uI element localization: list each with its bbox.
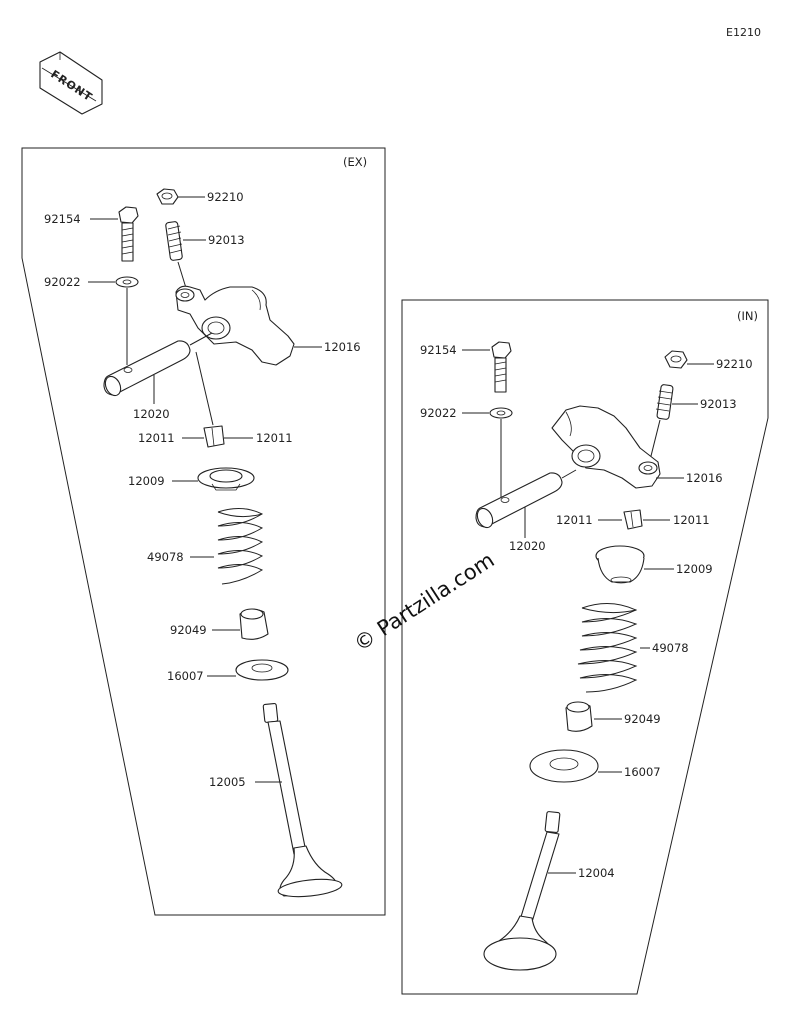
in-rocker-shaft-12020 <box>475 469 577 538</box>
ex-label-49078: 49078 <box>147 550 184 564</box>
in-label-49078: 49078 <box>652 641 689 655</box>
in-nut-92210 <box>664 350 714 369</box>
ex-valve-spring-49078 <box>190 508 264 585</box>
ex-label-12016: 12016 <box>324 340 361 354</box>
intake-panel: (IN) 92154 92210 9201 <box>401 299 769 995</box>
ex-label-12020: 12020 <box>133 407 170 421</box>
in-label-92013: 92013 <box>700 397 737 411</box>
diagram-code: E1210 <box>726 26 761 39</box>
in-label-92022: 92022 <box>420 406 457 420</box>
ex-spring-seat-16007 <box>207 659 289 681</box>
ex-label-12011-left: 12011 <box>138 431 175 445</box>
in-label-12016: 12016 <box>686 471 723 485</box>
in-spring-seat-16007 <box>529 749 622 783</box>
ex-nut-92210 <box>156 188 205 205</box>
in-label-92210: 92210 <box>716 357 753 371</box>
ex-panel-tag: (EX) <box>343 155 367 169</box>
ex-rocker-arm-12016 <box>175 285 322 366</box>
front-arrow-icon: FRONT <box>39 51 103 115</box>
in-valve-spring-49078 <box>577 603 650 693</box>
ex-label-92210: 92210 <box>207 190 244 204</box>
ex-label-12011-right: 12011 <box>256 431 293 445</box>
in-label-92049: 92049 <box>624 712 661 726</box>
in-spring-retainer-12009 <box>595 545 674 584</box>
exhaust-panel: (EX) 92210 92154 <box>21 147 386 916</box>
ex-adjuster-screw-92013 <box>165 221 206 289</box>
ex-spring-retainer-12009 <box>172 467 255 491</box>
ex-label-92154: 92154 <box>44 212 81 226</box>
ex-label-12005: 12005 <box>209 775 246 789</box>
in-rocker-arm-12016 <box>551 405 684 489</box>
watermark-text: © Partzilla.com <box>350 548 499 656</box>
in-bolt-92154 <box>462 341 512 393</box>
in-adjuster-screw-92013 <box>649 384 698 461</box>
ex-label-16007: 16007 <box>167 669 204 683</box>
in-washer-92022 <box>462 407 513 505</box>
in-label-92154: 92154 <box>420 343 457 357</box>
ex-bolt-92154 <box>90 206 139 262</box>
ex-rocker-shaft-12020 <box>103 332 213 404</box>
ex-label-12009: 12009 <box>128 474 165 488</box>
in-label-12011-right: 12011 <box>673 513 710 527</box>
ex-label-92013: 92013 <box>208 233 245 247</box>
in-label-12020: 12020 <box>509 539 546 553</box>
in-collet-12011 <box>598 509 670 530</box>
in-label-12009: 12009 <box>676 562 713 576</box>
in-panel-tag: (IN) <box>737 309 758 323</box>
ex-label-92022: 92022 <box>44 275 81 289</box>
in-label-12011-left: 12011 <box>556 513 593 527</box>
in-stem-seal-92049 <box>565 701 622 732</box>
ex-washer-92022 <box>88 276 139 365</box>
in-label-12004: 12004 <box>578 866 615 880</box>
in-label-16007: 16007 <box>624 765 661 779</box>
ex-exhaust-valve-12005 <box>255 702 343 898</box>
in-intake-valve-12004 <box>483 811 576 971</box>
ex-label-92049: 92049 <box>170 623 207 637</box>
ex-stem-seal-92049 <box>212 608 269 640</box>
ex-collet-12011 <box>182 351 253 448</box>
